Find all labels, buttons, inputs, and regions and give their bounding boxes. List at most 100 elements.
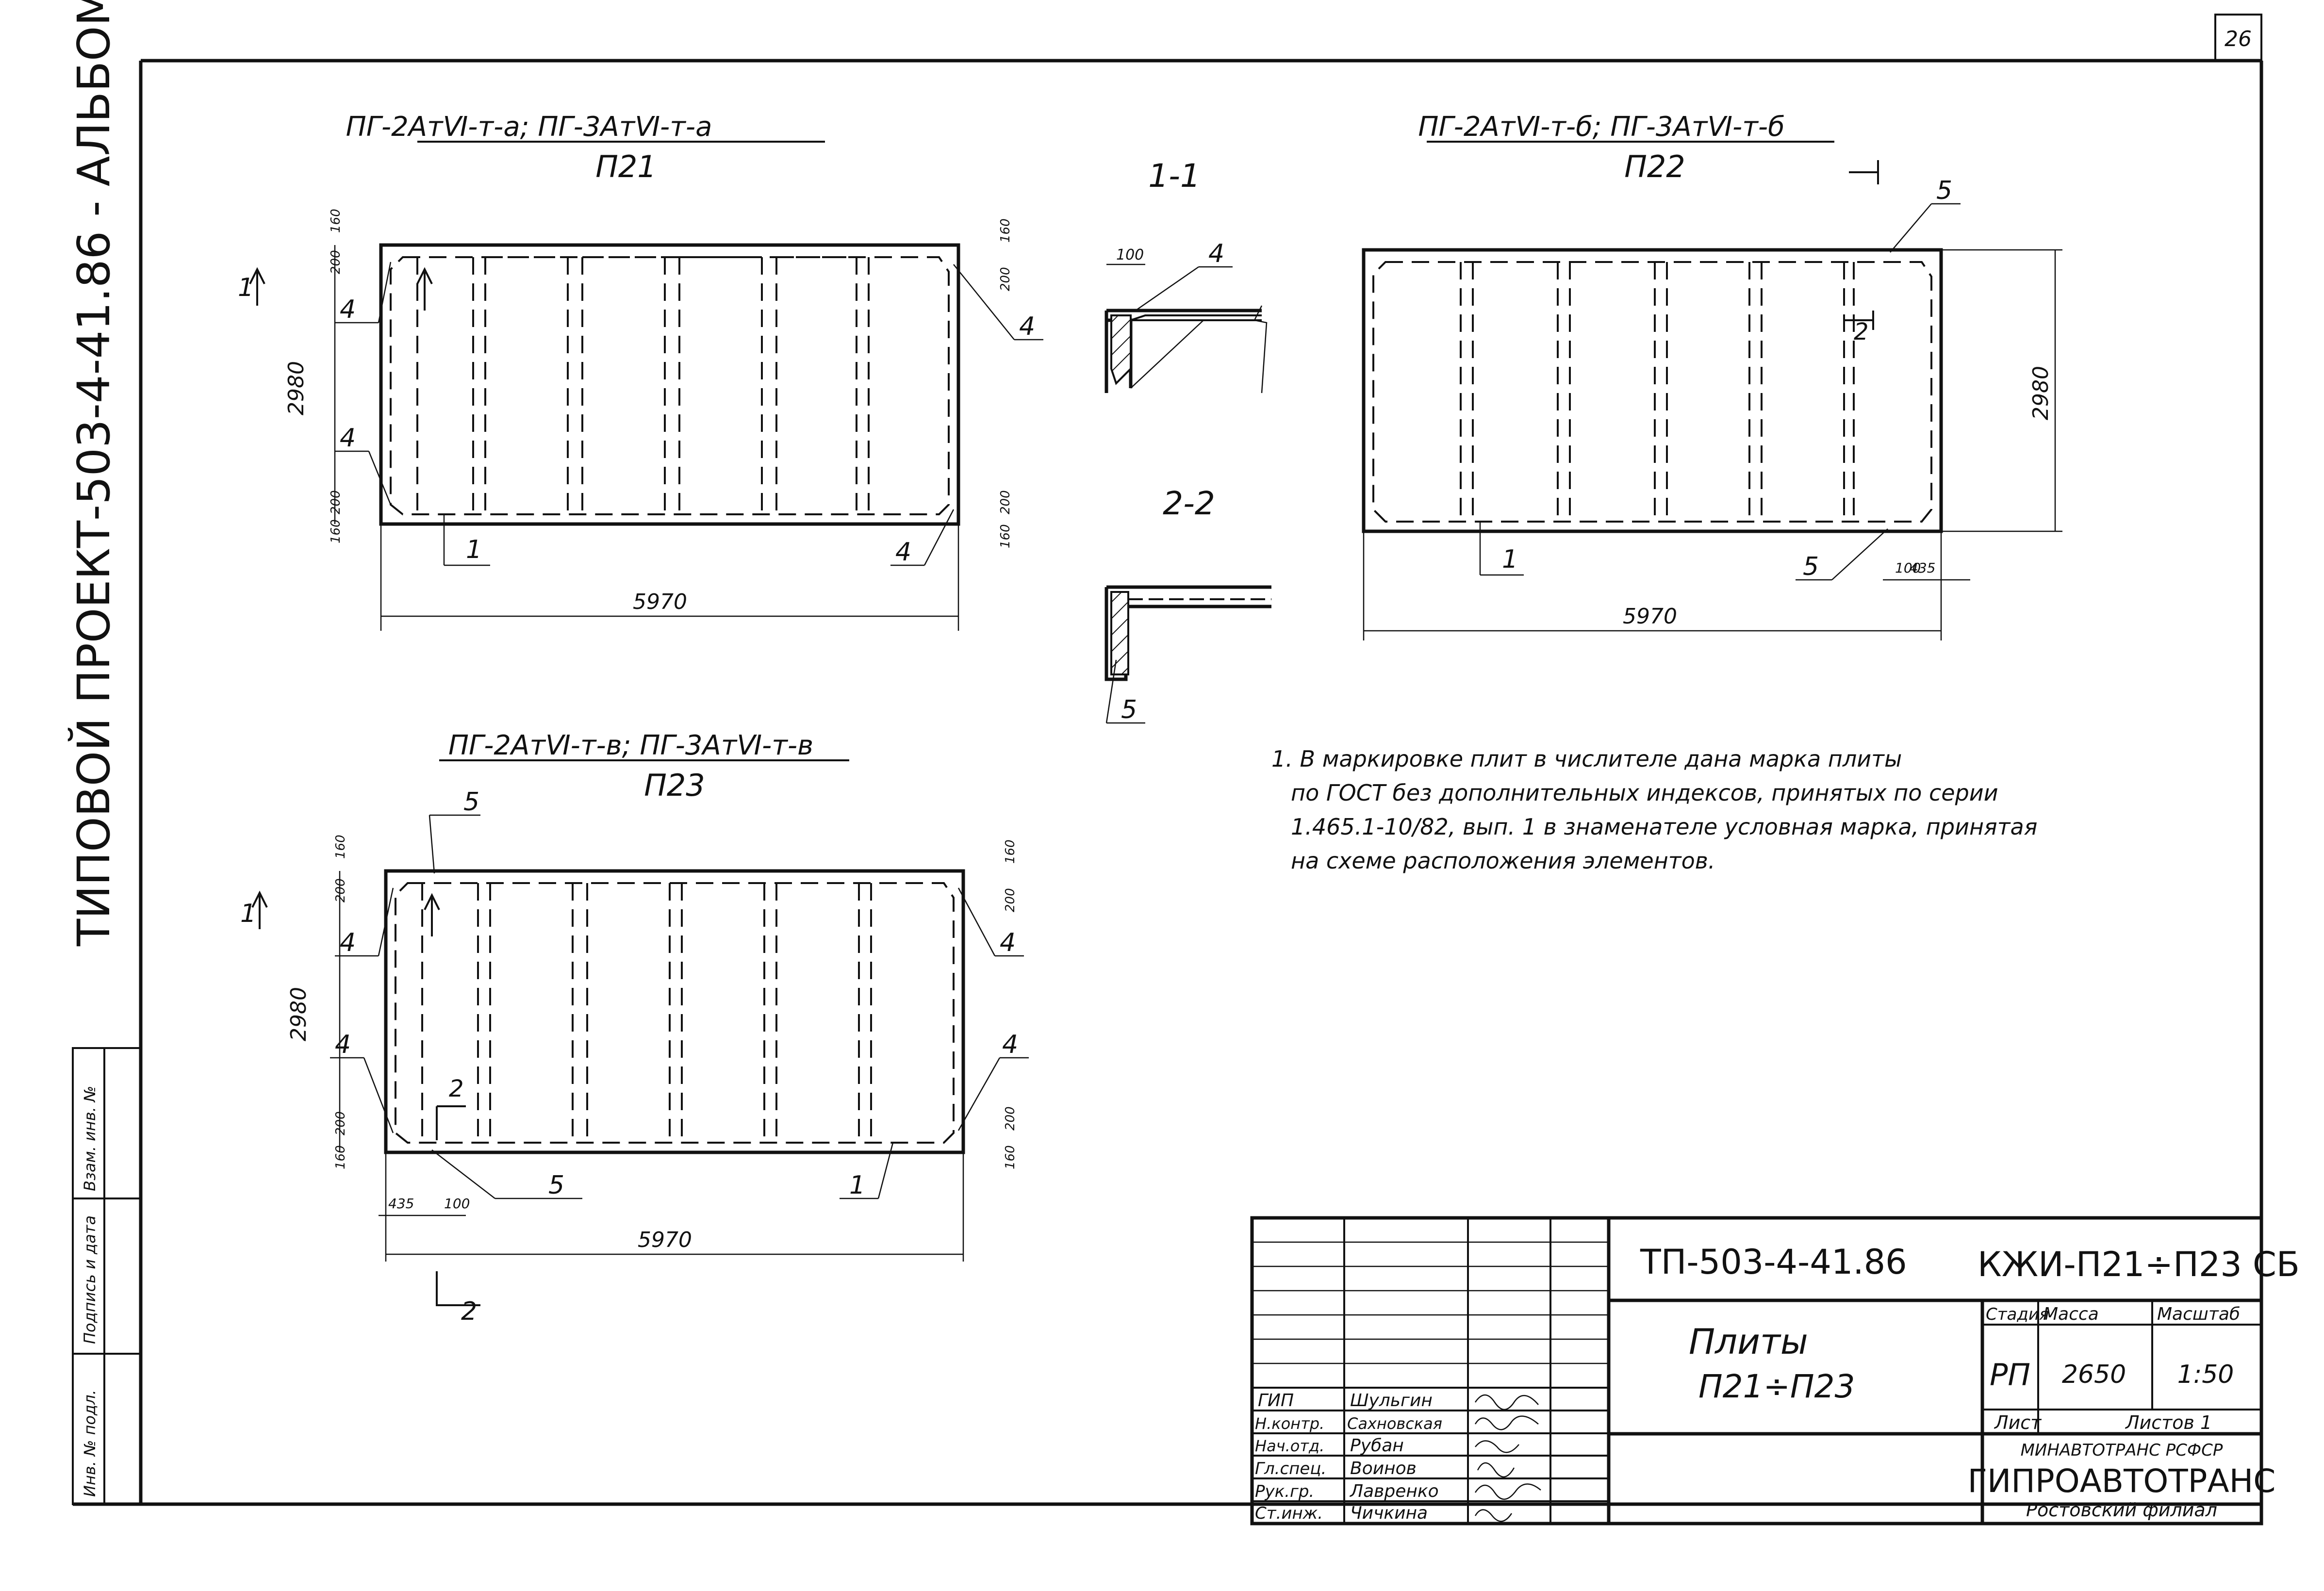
- p22-dim-small-1: 435: [1910, 560, 1935, 576]
- p23-dim-small-3: 160: [333, 1145, 348, 1169]
- p23-callout-2: 4: [1000, 928, 1016, 957]
- sig-name-0: Шульгин: [1350, 1391, 1433, 1411]
- p22-dim-small-0: 100: [1895, 560, 1921, 576]
- signature-rows: ГИП Шульгин Н.контр. Сахновская Нач.отд.…: [1255, 1391, 1541, 1523]
- sig-role-5: Ст.инж.: [1255, 1504, 1323, 1523]
- sig-name-3: Воинов: [1350, 1459, 1417, 1478]
- p21-dim-small-3: 160: [329, 519, 343, 543]
- p22-dim-width: 2980: [2028, 366, 2053, 420]
- p22-callout-0: 5: [1936, 176, 1952, 205]
- tb-org-3: Ростовский филиал: [2026, 1499, 2217, 1521]
- p23-dim-small-8: 435: [388, 1196, 414, 1212]
- p22-subtitle: П22: [1624, 149, 1685, 184]
- p22-callout-1: 5: [1803, 552, 1819, 581]
- p21-dim-small-5: 200: [998, 267, 1013, 291]
- p23-dim-small-0: 160: [333, 835, 348, 859]
- p23-dim-width: 2980: [286, 987, 311, 1041]
- tb-org-1: МИНАВТОТРАНС РСФСР: [2021, 1441, 2223, 1460]
- side-project-title: ТИПОВОЙ ПРОЕКТ-503-4-41.86 - АЛЬБОМ Ⅲ: [67, 0, 120, 947]
- plate-p21: ПГ-2АтⅥ-т-а; ПГ-3АтⅥ-т-а П21 5970 2980 1…: [238, 111, 1043, 631]
- sig-role-3: Гл.спец.: [1255, 1459, 1326, 1478]
- p21-dim-width: 2980: [284, 361, 309, 415]
- p22-title: ПГ-2АтⅥ-т-б; ПГ-3АтⅥ-т-б: [1418, 111, 1784, 143]
- tb-sheets-label: Листов 1: [2125, 1412, 2212, 1433]
- section-2-2: 2-2 5: [1104, 485, 1271, 724]
- p21-callout-1: 4: [1019, 312, 1035, 341]
- section-2-label: 2-2: [1163, 485, 1215, 522]
- p23-dim-length: 5970: [638, 1228, 692, 1252]
- p23-dim-small-1: 200: [333, 878, 348, 902]
- p23-dim-small-5: 200: [1003, 888, 1018, 912]
- p21-callout-4: 1: [466, 535, 482, 564]
- p21-subtitle: П21: [595, 149, 657, 184]
- p21-callout-3: 4: [895, 538, 911, 567]
- p23-dim-small-2: 200: [333, 1111, 348, 1135]
- sheet-frame: [73, 14, 2263, 1524]
- tb-scale-header: Масштаб: [2157, 1304, 2240, 1324]
- stamp-inv-orig: Инв. № подл.: [81, 1390, 99, 1497]
- p23-callout-5: 5: [548, 1171, 564, 1200]
- tb-org-2: ГИПРОАВТОТРАНС: [1968, 1462, 2276, 1500]
- p23-callout-1: 4: [340, 928, 356, 957]
- sig-role-1: Н.контр.: [1255, 1414, 1324, 1433]
- sheet-number: 26: [2225, 27, 2252, 51]
- tb-stage-header: Стадия: [1986, 1305, 2049, 1324]
- p23-title: ПГ-2АтⅥ-т-в; ПГ-3АтⅥ-т-в: [448, 730, 813, 761]
- p21-dim-small-0: 160: [329, 209, 343, 233]
- sig-name-5: Чичкина: [1350, 1503, 1428, 1523]
- note-line-4: на схеме расположения элементов.: [1291, 848, 1715, 874]
- p23-dim-small-9: 100: [444, 1196, 470, 1212]
- p23-callout-3: 4: [335, 1030, 351, 1059]
- tb-name-line2: П21÷П23: [1698, 1368, 1855, 1405]
- p21-callout-0: 4: [340, 295, 356, 324]
- p21-title: ПГ-2АтⅥ-т-а; ПГ-3АтⅥ-т-а: [346, 111, 712, 143]
- stamp-sign-date: Подпись и дата: [81, 1215, 99, 1344]
- plate-p22: ПГ-2АтⅥ-т-б; ПГ-3АтⅥ-т-б П22 5970 2980 1…: [1362, 111, 2062, 640]
- p21-dim-small-7: 160: [998, 524, 1013, 548]
- p23-subtitle: П23: [644, 768, 705, 803]
- tb-name-line1: Плиты: [1689, 1321, 1808, 1362]
- stamp-replace-inv: Взам. инв. №: [81, 1086, 99, 1191]
- p23-callout-4: 4: [1002, 1030, 1018, 1059]
- tb-mass-header: Масса: [2043, 1304, 2099, 1324]
- p23-section-mark-2b: 2: [461, 1297, 477, 1326]
- note-line-1: 1. В маркировке плит в числителе дана ма…: [1271, 746, 1902, 772]
- sig-name-2: Рубан: [1350, 1436, 1404, 1456]
- note-line-2: по ГОСТ без дополнительных индексов, при…: [1291, 780, 1998, 806]
- tb-sheet-label: Лист: [1994, 1412, 2042, 1433]
- p23-dim-small-4: 160: [1003, 839, 1018, 864]
- sig-role-2: Нач.отд.: [1255, 1437, 1324, 1455]
- p21-dim-small-1: 200: [329, 250, 343, 274]
- tb-stage: РП: [1990, 1357, 2030, 1393]
- p22-callout-2: 1: [1502, 545, 1518, 574]
- p21-dim-small-4: 160: [998, 218, 1013, 243]
- section-2-callout: 5: [1121, 695, 1137, 724]
- side-stamp-column: Взам. инв. № Подпись и дата Инв. № подл.: [72, 1047, 142, 1505]
- p21-dim-small-2: 200: [329, 490, 343, 514]
- sig-name-4: Лавренко: [1349, 1481, 1439, 1501]
- p21-section-mark: 1: [238, 273, 254, 302]
- note-line-3: 1.465.1-10/82, вып. 1 в знаменателе усло…: [1291, 814, 2037, 840]
- tb-scale: 1:50: [2177, 1360, 2234, 1389]
- p23-section-mark-2a: 2: [449, 1075, 464, 1102]
- p21-dim-length: 5970: [633, 590, 687, 614]
- p23-callout-6: 1: [849, 1171, 865, 1200]
- p23-dim-small-6: 200: [1003, 1106, 1018, 1131]
- sig-name-1: Сахновская: [1347, 1414, 1442, 1433]
- section-1-label: 1-1: [1148, 157, 1201, 195]
- plate-p23: ПГ-2АтⅥ-т-в; ПГ-3АтⅥ-т-в П23 5970 2980 1…: [240, 730, 1029, 1326]
- title-block: ГИП Шульгин Н.контр. Сахновская Нач.отд.…: [1250, 1216, 2300, 1525]
- p21-callout-2: 4: [340, 424, 356, 453]
- section-1-1: 1-1 100 4: [1104, 157, 1268, 394]
- tb-doc-code: КЖИ-П21÷П23 СБ: [1978, 1245, 2300, 1284]
- tb-mass: 2650: [2062, 1360, 2126, 1389]
- general-note: 1. В маркировке плит в числителе дана ма…: [1271, 746, 2037, 874]
- p22-section-mark: 2: [1854, 318, 1869, 345]
- tb-project-code: ТП-503-4-41.86: [1640, 1242, 1907, 1282]
- p22-dim-length: 5970: [1623, 604, 1677, 629]
- section-1-callout: 4: [1208, 239, 1224, 268]
- p23-dim-small-7: 160: [1003, 1145, 1018, 1169]
- sig-role-4: Рук.гр.: [1255, 1482, 1314, 1501]
- section-1-dim: 100: [1116, 246, 1144, 263]
